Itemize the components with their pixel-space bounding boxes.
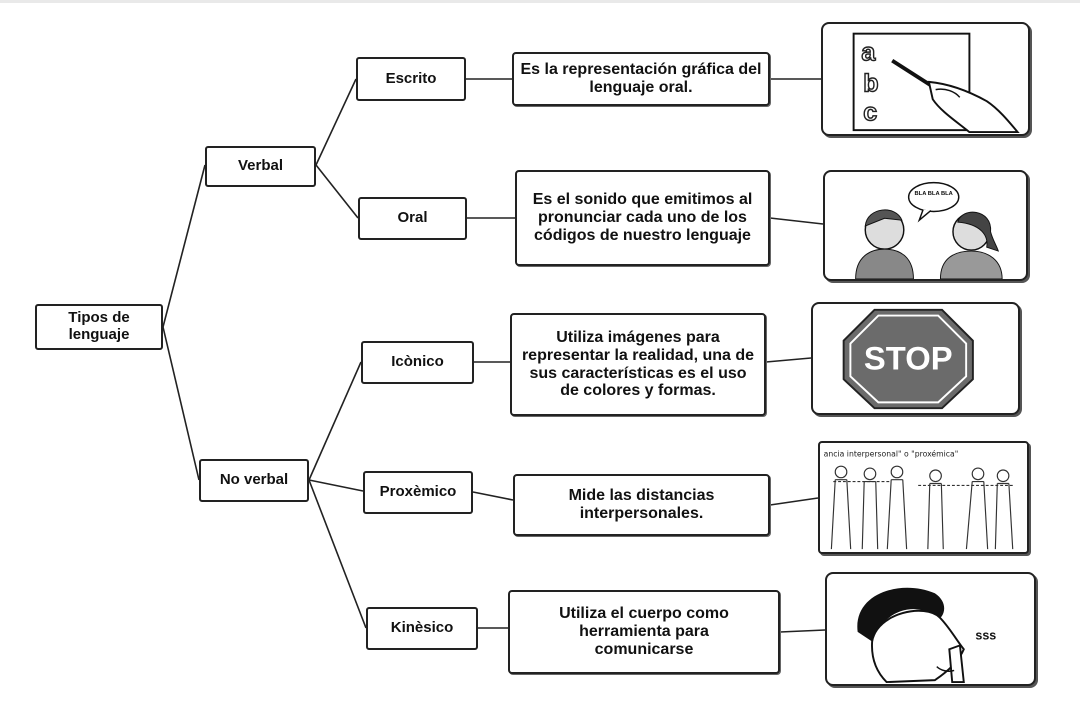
link-noverbal-kinesico [308,479,367,629]
svg-text:BLA BLA BLA: BLA BLA BLA [915,191,954,197]
silence-gesture-icon: sss [857,587,996,684]
picture-oral: BLA BLA BLA [823,170,1028,281]
desc-proxemico: Mide las distancias interpersonales. [513,474,770,536]
svg-text:c: c [863,98,877,126]
type-kinesico-label: Kinèsico [390,619,454,637]
speech-bubble-icon [907,181,960,213]
link-root-verbal [162,164,206,328]
svg-text:b: b [863,70,878,98]
branch-no-verbal-label: No verbal [219,471,289,489]
writing-hand-icon: a b c [852,32,1020,134]
link-noverbal-proxemico [308,479,364,492]
branch-no-verbal: No verbal [199,459,309,502]
type-kinesico: Kinèsico [366,607,478,650]
desc-iconico-text: Utiliza imágenes para representar la rea… [521,328,755,400]
stop-octagon [842,308,974,410]
svg-text:STOP: STOP [864,340,953,377]
type-oral-label: Oral [397,209,428,227]
desc-oral-text: Es el sonido que emitimos al pronunciar … [532,191,753,244]
two-people-talking-icon: BLA BLA BLA [855,181,1003,279]
picture-proxemico: ancia interpersonal" o "proxémica" [818,441,1029,554]
link-noverbal-iconico [308,361,362,481]
svg-text:sss: sss [975,629,996,643]
branch-verbal: Verbal [205,146,316,187]
desc-proxemico-text: Mide las distancias interpersonales. [568,487,715,522]
svg-text:ancia interpersonal" o "proxém: ancia interpersonal" o "proxémica" [824,450,959,459]
root-label: Tipos de lenguaje [68,309,130,343]
top-border [0,0,1080,3]
root-node: Tipos de lenguaje [35,304,163,350]
picture-iconico: STOP [811,302,1020,415]
svg-text:a: a [861,39,876,67]
type-iconico: Icònico [361,341,474,384]
type-proxemico-label: Proxèmico [379,483,457,501]
type-iconico-label: Icònico [391,353,444,371]
type-escrito-label: Escrito [385,69,437,87]
picture-kinesico: sss [825,572,1036,686]
desc-escrito-text: Es la representación gráfica del lenguaj… [520,61,762,96]
desc-kinesico-text: Utiliza el cuerpo como herramienta para … [559,605,729,658]
type-escrito: Escrito [356,57,466,101]
stop-sign-icon: STOP [842,308,974,410]
link-verbal-escrito [315,78,357,166]
picture-escrito: a b c [821,22,1030,136]
link-root-noverbal [162,326,200,481]
type-oral: Oral [358,197,467,240]
desc-iconico: Utiliza imágenes para representar la rea… [510,313,766,416]
type-proxemico: Proxèmico [363,471,473,514]
desc-escrito: Es la representación gráfica del lenguaj… [512,52,770,106]
people-distance-icon: ancia interpersonal" o "proxémica" [824,450,1015,550]
branch-verbal-label: Verbal [237,157,284,175]
link-verbal-oral [315,164,359,219]
desc-oral: Es el sonido que emitimos al pronunciar … [515,170,770,266]
desc-kinesico: Utiliza el cuerpo como herramienta para … [508,590,780,674]
